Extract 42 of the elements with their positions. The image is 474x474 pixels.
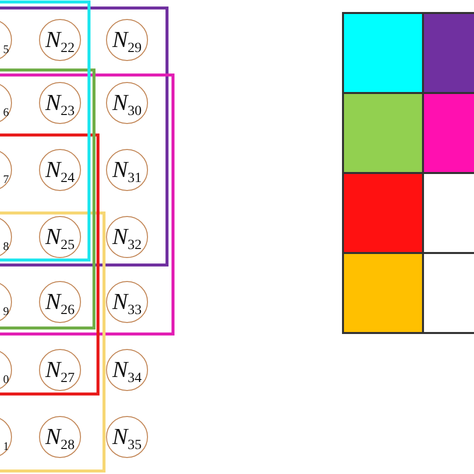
node-circle — [0, 216, 12, 258]
node-circle — [0, 349, 12, 391]
node-circle — [106, 349, 148, 391]
node-circle — [0, 281, 12, 323]
node-label: N$_{23}$ — [45, 90, 75, 116]
node-label: 0 — [3, 372, 9, 386]
node-label: 5 — [3, 42, 9, 56]
node-label: 7 — [3, 172, 9, 186]
node-circle — [0, 416, 12, 458]
node-label: N$_{28}$ — [45, 424, 75, 450]
node-circle — [106, 416, 148, 458]
node-label: 9 — [3, 304, 9, 318]
node-circle — [106, 281, 148, 323]
node-label: 8 — [3, 238, 9, 252]
node-circle — [39, 416, 81, 458]
node-circle — [39, 82, 81, 124]
node-label: 1 — [3, 438, 9, 452]
node-circle — [0, 19, 12, 61]
node-label: N$_{24}$ — [45, 157, 75, 183]
node-label: N$_{27}$ — [45, 357, 75, 383]
node-label: N$_{32}$ — [112, 224, 142, 250]
node-circle — [106, 82, 148, 124]
node-label: N$_{33}$ — [112, 289, 142, 315]
node-circle — [39, 281, 81, 323]
node-circle — [106, 216, 148, 258]
node-circle — [0, 82, 12, 124]
node-circle — [39, 19, 81, 61]
node-circle — [39, 216, 81, 258]
node-label: N$_{26}$ — [45, 289, 75, 315]
node-circle — [106, 149, 148, 191]
node-label: N$_{22}$ — [45, 27, 75, 53]
node-label: 6 — [3, 104, 9, 118]
node-label: N$_{30}$ — [112, 90, 142, 116]
node-label: N$_{25}$ — [45, 224, 75, 250]
node-label: N$_{29}$ — [112, 27, 142, 53]
node-circle — [0, 149, 12, 191]
node-circle — [106, 19, 148, 61]
node-label: N$_{31}$ — [112, 157, 142, 183]
node-label: N$_{35}$ — [112, 424, 142, 450]
node-label: N$_{34}$ — [112, 357, 142, 383]
node-circle — [39, 349, 81, 391]
node-circle — [39, 149, 81, 191]
